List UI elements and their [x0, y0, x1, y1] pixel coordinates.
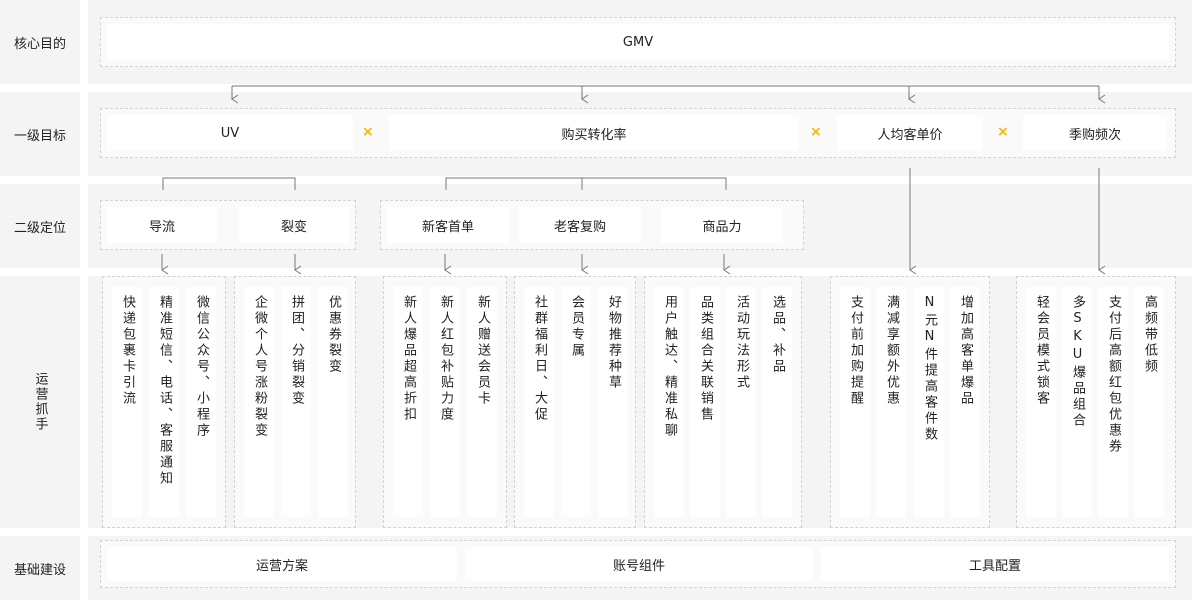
- uv-cell: UV: [107, 115, 353, 151]
- new-first-cell: 新客首单: [387, 207, 509, 243]
- ops-product-item: 用户触达、精准私聊: [654, 287, 684, 517]
- ops-repurchase-item: 好物推荐种草: [598, 287, 628, 517]
- ops-repurchase-box: 社群福利日、大促 会员专属 好物推荐种草: [514, 276, 636, 528]
- ops-arpu-item: 支付前加购提醒: [840, 287, 870, 517]
- row-label-base: 基础建设: [0, 536, 80, 600]
- ops-repurchase-item: 社群福利日、大促: [524, 287, 554, 517]
- ops-arpu-box: 支付前加购提醒 满减享额外优惠 N元N件提高客件数 增加高客单爆品: [830, 276, 990, 528]
- level2-uv-box: 导流 裂变: [100, 200, 356, 250]
- ops-traffic-item: 精准短信、电话、客服通知: [149, 287, 179, 517]
- traffic-cell: 导流: [107, 207, 217, 243]
- times-icon-2: ×: [810, 124, 822, 140]
- ops-traffic-item: 快递包裹卡引流: [112, 287, 142, 517]
- ops-frequency-box: 轻会员模式锁客 多SKU爆品组合 支付后高额红包优惠券 高频带低频: [1016, 276, 1176, 528]
- base-copy-cell: 运营方案: [107, 547, 457, 581]
- ops-fission-box: 企微个人号涨粉裂变 拼团、分销裂变 优惠券裂变: [234, 276, 356, 528]
- conversion-cell: 购买转化率: [389, 115, 799, 151]
- ops-repurchase-item: 会员专属: [561, 287, 591, 517]
- repurchase-cell: 老客复购: [519, 207, 641, 243]
- gmv-label: GMV: [107, 24, 1169, 60]
- ops-new-first-box: 新人爆品超高折扣 新人红包补贴力度 新人赠送会员卡: [383, 276, 507, 528]
- ops-new-first-item: 新人爆品超高折扣: [393, 287, 423, 517]
- ops-arpu-item: 增加高客单爆品: [950, 287, 980, 517]
- ops-product-item: 品类组合关联销售: [690, 287, 720, 517]
- fission-cell: 裂变: [239, 207, 349, 243]
- arpu-cell: 人均客单价: [837, 115, 983, 151]
- ops-new-first-item: 新人红包补贴力度: [430, 287, 460, 517]
- ops-frequency-item: 多SKU爆品组合: [1062, 287, 1092, 517]
- ops-arpu-item: 满减享额外优惠: [876, 287, 906, 517]
- ops-traffic-box: 快递包裹卡引流 精准短信、电话、客服通知 微信公众号、小程序: [102, 276, 226, 528]
- ops-frequency-item: 高频带低频: [1134, 287, 1164, 517]
- row-label-level2: 二级定位: [0, 184, 80, 268]
- times-icon-3: ×: [997, 124, 1009, 140]
- ops-frequency-item: 轻会员模式锁客: [1026, 287, 1056, 517]
- ops-fission-item: 优惠券裂变: [318, 287, 348, 517]
- ops-product-item: 选品、补品: [762, 287, 792, 517]
- ops-traffic-item: 微信公众号、小程序: [186, 287, 216, 517]
- ops-frequency-item: 支付后高额红包优惠券: [1098, 287, 1128, 517]
- product-cell: 商品力: [661, 207, 783, 243]
- ops-fission-item: 拼团、分销裂变: [281, 287, 311, 517]
- level1-box: UV 购买转化率 人均客单价 季购频次: [100, 108, 1176, 158]
- row-label-core: 核心目的: [0, 0, 80, 84]
- base-box: 运营方案 账号组件 工具配置: [100, 540, 1176, 588]
- row-label-level1: 一级目标: [0, 92, 80, 176]
- ops-arpu-item: N元N件提高客件数: [914, 287, 944, 517]
- times-icon-1: ×: [362, 124, 374, 140]
- ops-product-box: 用户触达、精准私聊 品类组合关联销售 活动玩法形式 选品、补品: [644, 276, 802, 528]
- base-tools-cell: 工具配置: [821, 547, 1169, 581]
- level2-conv-box: 新客首单 老客复购 商品力: [380, 200, 804, 250]
- row-label-ops: 运营抓手: [0, 276, 80, 528]
- ops-product-item: 活动玩法形式: [726, 287, 756, 517]
- base-account-cell: 账号组件: [465, 547, 813, 581]
- frequency-cell: 季购频次: [1023, 115, 1167, 151]
- gmv-box: GMV: [100, 17, 1176, 67]
- ops-new-first-item: 新人赠送会员卡: [467, 287, 497, 517]
- ops-fission-item: 企微个人号涨粉裂变: [244, 287, 274, 517]
